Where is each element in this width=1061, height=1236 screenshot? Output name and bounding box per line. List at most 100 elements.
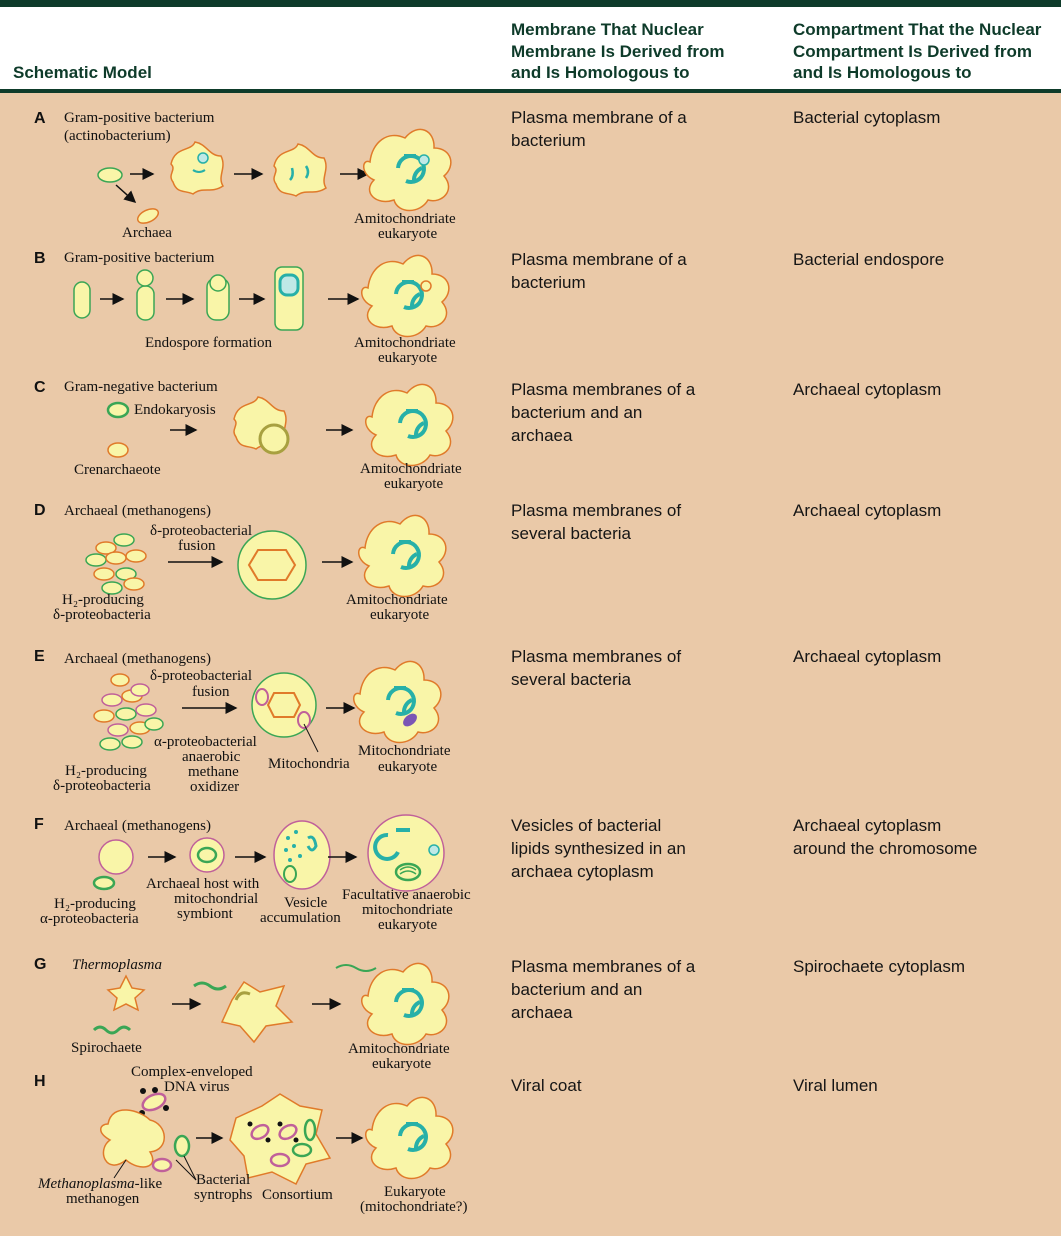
membrane-a-line1: Plasma membrane of a [511, 108, 687, 127]
label-mitochondrial-f: mitochondrial [174, 891, 259, 907]
label-archaeal-e: Archaeal (methanogens) [64, 651, 212, 667]
diagram-row-a [97, 127, 453, 224]
header-membrane: Membrane That Nuclear Membrane Is Derive… [511, 19, 725, 84]
row-letter-f: F [34, 816, 44, 833]
membrane-c-line3: archaea [511, 426, 573, 445]
label-h2-e: H₂-producing [65, 763, 147, 779]
label-dna-virus: DNA virus [164, 1079, 230, 1095]
membrane-a: Plasma membrane of a bacterium [511, 106, 687, 152]
label-mitochondriate-f: mitochondriate [362, 902, 453, 918]
compartment-h-line1: Viral lumen [793, 1076, 878, 1095]
header-compartment-line3: and Is Homologous to [793, 63, 972, 82]
label-endospore-formation: Endospore formation [145, 335, 273, 351]
diagram-row-d [85, 513, 448, 600]
label-mitochondria-e: Mitochondria [268, 756, 350, 772]
membrane-f-line1: Vesicles of bacterial [511, 816, 662, 835]
membrane-g-line3: archaea [511, 1003, 573, 1022]
label-eukaryote-d: eukaryote [370, 607, 430, 623]
diagram-row-e [93, 659, 443, 753]
label-deltabact-e: δ-proteobacteria [53, 778, 151, 794]
label-complex-enveloped: Complex-enveloped [131, 1064, 253, 1080]
label-gram-positive: Gram-positive bacterium [64, 110, 215, 126]
row-letter-g: G [34, 956, 47, 973]
label-eukaryote-a: eukaryote [378, 226, 438, 242]
compartment-f: Archaeal cytoplasm around the chromosome [793, 814, 977, 860]
membrane-h-line1: Viral coat [511, 1076, 582, 1095]
compartment-b-line1: Bacterial endospore [793, 250, 945, 269]
membrane-g-line1: Plasma membranes of a [511, 957, 696, 976]
header-compartment-line2: Compartment Is Derived from [793, 41, 1032, 61]
compartment-a-line1: Bacterial cytoplasm [793, 108, 941, 127]
label-alpha-e: α-proteobacterial [154, 734, 257, 750]
header-membrane-line1: Membrane That Nuclear [511, 20, 704, 39]
row-letter-b: B [34, 250, 46, 267]
row-letter-e: E [34, 648, 45, 665]
label-archaea: Archaea [122, 225, 172, 241]
compartment-h: Viral lumen [793, 1074, 878, 1097]
compartment-f-line2: around the chromosome [793, 839, 978, 858]
label-methanoplasma-italic: Methanoplasma [38, 1176, 135, 1192]
label-eukaryote-e: eukaryote [378, 759, 438, 775]
diagram-row-c [106, 382, 455, 468]
label-delta-d: δ-proteobacterial [150, 523, 253, 539]
compartment-a: Bacterial cytoplasm [793, 106, 940, 129]
label-symbiont-f: symbiont [177, 906, 233, 922]
membrane-c-line2: bacterium and an [511, 403, 643, 422]
diagram-row-g [92, 961, 451, 1047]
row-letter-a: A [34, 110, 46, 127]
label-facultative-f: Facultative anaerobic [342, 887, 471, 903]
label-amito-g: Amitochondriate [348, 1041, 450, 1057]
membrane-f-line2: lipids synthesized in an [511, 839, 686, 858]
label-methanoplasma: Methanoplasma-like [38, 1176, 163, 1193]
membrane-g: Plasma membranes of a bacterium and an a… [511, 955, 695, 1024]
label-thermoplasma: Thermoplasma [72, 957, 163, 973]
table-header: Schematic Model Membrane That Nuclear Me… [0, 7, 1061, 93]
label-eukaryote-f: eukaryote [378, 917, 438, 933]
diagram-row-b [73, 253, 451, 339]
label-gram-positive-b: Gram-positive bacterium [64, 250, 215, 266]
label-eukaryote-g: eukaryote [372, 1056, 432, 1072]
compartment-c-line1: Archaeal cytoplasm [793, 380, 942, 399]
membrane-b: Plasma membrane of a bacterium [511, 248, 687, 294]
row-letter-d: D [34, 502, 46, 519]
membrane-d-line1: Plasma membranes of [511, 501, 682, 520]
compartment-e-line1: Archaeal cytoplasm [793, 647, 942, 666]
top-rule [0, 0, 1061, 7]
header-membrane-line3: and Is Homologous to [511, 63, 690, 82]
membrane-d-line2: several bacteria [511, 524, 632, 543]
membrane-b-line2: bacterium [511, 273, 586, 292]
membrane-b-line1: Plasma membrane of a [511, 250, 687, 269]
header-compartment: Compartment That the Nuclear Compartment… [793, 19, 1041, 84]
label-h2-f: H₂-producing [54, 896, 136, 912]
label-archaeal-d: Archaeal (methanogens) [64, 503, 212, 519]
label-actinobacterium: (actinobacterium) [64, 128, 171, 144]
label-gram-negative: Gram-negative bacterium [64, 379, 218, 395]
membrane-e-line2: several bacteria [511, 670, 632, 689]
header-compartment-line1: Compartment That the Nuclear [793, 20, 1042, 39]
diagram-row-h [100, 1087, 455, 1186]
label-h2-d: H₂-producing [62, 592, 144, 608]
label-mitochondriate-e: Mitochondriate [358, 743, 451, 759]
compartment-d: Archaeal cytoplasm [793, 499, 941, 522]
header-schematic-model: Schematic Model [13, 63, 152, 82]
label-oxidizer-e: oxidizer [190, 779, 240, 795]
compartment-e: Archaeal cytoplasm [793, 645, 941, 668]
label-bacterial-h: Bacterial [196, 1172, 251, 1188]
label-delta-e: δ-proteobacterial [150, 668, 253, 684]
label-syntrophs: syntrophs [194, 1187, 253, 1203]
label-methanogen: methanogen [66, 1191, 140, 1207]
label-mitochondriate-h: (mitochondriate?) [360, 1199, 468, 1215]
membrane-c: Plasma membranes of a bacterium and an a… [511, 378, 695, 447]
membrane-c-line1: Plasma membranes of a [511, 380, 696, 399]
label-host-f: Archaeal host with [146, 876, 260, 892]
compartment-g: Spirochaete cytoplasm [793, 955, 965, 978]
label-alphabact-f: α-proteobacteria [40, 911, 139, 927]
label-archaeal-f: Archaeal (methanogens) [64, 818, 212, 834]
label-spirochaete: Spirochaete [71, 1040, 142, 1056]
compartment-f-line1: Archaeal cytoplasm [793, 816, 942, 835]
label-deltabact-d: δ-proteobacteria [53, 607, 151, 623]
label-methanoplasma-suffix: -like [134, 1176, 163, 1192]
label-amito-d: Amitochondriate [346, 592, 448, 608]
